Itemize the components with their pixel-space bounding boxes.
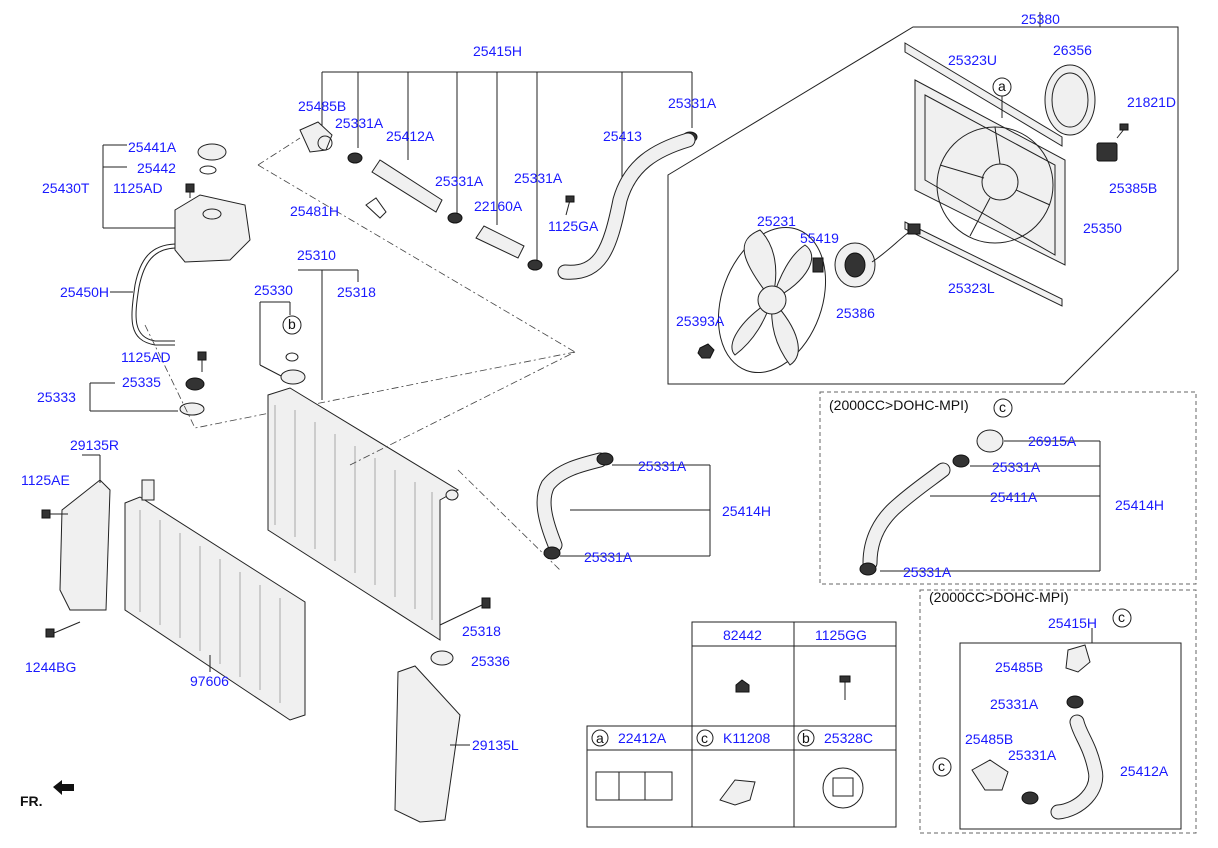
- callout-c: c: [938, 758, 945, 774]
- label-25333[interactable]: 25333: [37, 389, 76, 405]
- label-25412A[interactable]: 25412A: [386, 128, 435, 144]
- label-25231[interactable]: 25231: [757, 213, 796, 229]
- dohc-box-upper: [819, 391, 1197, 585]
- callout-b: b: [288, 316, 296, 332]
- label-25331A[interactable]: 25331A: [1008, 747, 1057, 763]
- label-25331A[interactable]: 25331A: [584, 549, 633, 565]
- label-25412A[interactable]: 25412A: [1120, 763, 1169, 779]
- label-25310[interactable]: 25310: [297, 247, 336, 263]
- label-25385B[interactable]: 25385B: [1109, 180, 1157, 196]
- radiator: [259, 269, 576, 666]
- label-29135L[interactable]: 29135L: [472, 737, 519, 753]
- callout-b-table: b: [802, 730, 810, 746]
- condenser: [124, 479, 306, 721]
- label-29135R[interactable]: 29135R: [70, 437, 119, 453]
- label-26915A[interactable]: 26915A: [1028, 433, 1077, 449]
- label-25393A[interactable]: 25393A: [676, 313, 725, 329]
- label-25414H[interactable]: 25414H: [1115, 497, 1164, 513]
- label-25323U[interactable]: 25323U: [948, 52, 997, 68]
- label-25485B[interactable]: 25485B: [995, 659, 1043, 675]
- label-55419[interactable]: 55419: [800, 230, 839, 246]
- label-25330[interactable]: 25330: [254, 282, 293, 298]
- label-25442[interactable]: 25442: [137, 160, 176, 176]
- callout-a: a: [998, 78, 1006, 94]
- air-guards: [41, 454, 470, 823]
- callout-c-table: c: [701, 730, 708, 746]
- label-25441A[interactable]: 25441A: [128, 139, 177, 155]
- label-25415H[interactable]: 25415H: [1048, 615, 1097, 631]
- label-25331A[interactable]: 25331A: [335, 115, 384, 131]
- label-25386[interactable]: 25386: [836, 305, 875, 321]
- reservoir-tank: [89, 143, 576, 429]
- label-25331A[interactable]: 25331A: [668, 95, 717, 111]
- table-header-K11208[interactable]: K11208: [723, 730, 770, 746]
- label-25335[interactable]: 25335: [122, 374, 161, 390]
- label-25430T[interactable]: 25430T: [42, 180, 90, 196]
- front-marker: FR.: [20, 793, 43, 809]
- label-25450H[interactable]: 25450H: [60, 284, 109, 300]
- label-25485B[interactable]: 25485B: [965, 731, 1013, 747]
- fan-shroud-assembly: [667, 12, 1179, 385]
- label-25323L[interactable]: 25323L: [948, 280, 995, 296]
- label-25331A[interactable]: 25331A: [990, 696, 1039, 712]
- callout-a-table: a: [596, 730, 604, 746]
- label-25331A[interactable]: 25331A: [514, 170, 563, 186]
- label-25415H[interactable]: 25415H: [473, 43, 522, 59]
- label-25380[interactable]: 25380: [1021, 11, 1060, 27]
- label-25318[interactable]: 25318: [462, 623, 501, 639]
- label-26356[interactable]: 26356: [1053, 42, 1092, 58]
- label-25413[interactable]: 25413: [603, 128, 642, 144]
- label-25331A[interactable]: 25331A: [903, 564, 952, 580]
- callout-c: c: [999, 399, 1006, 415]
- label-1244BG[interactable]: 1244BG: [25, 659, 76, 675]
- radiator-core: [274, 405, 433, 620]
- label-97606[interactable]: 97606: [190, 673, 229, 689]
- label-25481H[interactable]: 25481H: [290, 203, 339, 219]
- label-25331A[interactable]: 25331A: [638, 458, 687, 474]
- callout-c: c: [1118, 609, 1125, 625]
- label-21821D[interactable]: 21821D: [1127, 94, 1176, 110]
- label-25336[interactable]: 25336: [471, 653, 510, 669]
- part-number-labels: 25380 25415H 25485B 25331A 25412A 25413 …: [20, 11, 1176, 809]
- dohc-box-title: (2000CC>DOHC-MPI): [929, 589, 1069, 605]
- label-22160A[interactable]: 22160A: [474, 198, 523, 214]
- label-25485B[interactable]: 25485B: [298, 98, 346, 114]
- label-25318[interactable]: 25318: [337, 284, 376, 300]
- label-1125AD[interactable]: 1125AD: [121, 349, 171, 365]
- label-1125GA[interactable]: 1125GA: [548, 218, 599, 234]
- table-header-25328C[interactable]: 25328C: [824, 730, 873, 746]
- front-arrow-icon: [53, 780, 74, 795]
- lower-hose-group: [536, 452, 711, 560]
- table-header-82442[interactable]: 82442: [723, 627, 762, 643]
- dohc-box-title: (2000CC>DOHC-MPI): [829, 397, 969, 413]
- label-25331A[interactable]: 25331A: [435, 173, 484, 189]
- dohc-box-lower: [919, 589, 1197, 834]
- label-25414H[interactable]: 25414H: [722, 503, 771, 519]
- label-1125AD[interactable]: 1125AD: [113, 180, 163, 196]
- hardware-table: [586, 621, 897, 828]
- label-1125AE[interactable]: 1125AE: [21, 472, 70, 488]
- label-25350[interactable]: 25350: [1083, 220, 1122, 236]
- label-25331A[interactable]: 25331A: [992, 459, 1041, 475]
- label-25411A[interactable]: 25411A: [990, 489, 1038, 505]
- upper-hose-group: [257, 71, 698, 353]
- table-header-1125GG[interactable]: 1125GG: [815, 627, 867, 643]
- table-header-22412A[interactable]: 22412A: [618, 730, 667, 746]
